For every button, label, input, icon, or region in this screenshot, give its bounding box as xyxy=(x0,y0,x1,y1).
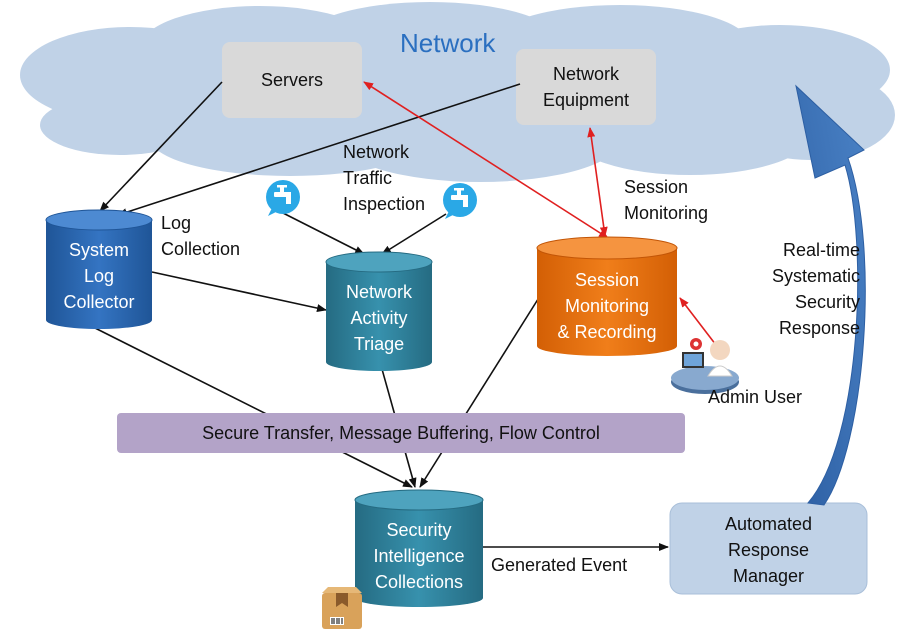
secure-transfer-bar xyxy=(117,413,685,453)
network-equipment-label: Network Equipment xyxy=(542,64,630,110)
automated-response-box xyxy=(669,502,868,595)
admin-user-label: Admin User xyxy=(708,387,803,407)
water-tap-icon xyxy=(443,183,477,219)
network-title: Network xyxy=(400,28,496,58)
security-intelligence-cylinder xyxy=(354,489,484,607)
servers-box xyxy=(222,42,362,118)
generated-event-label: Generated Event xyxy=(491,555,628,575)
session-monitoring-recording-label: Session Monitoring & Recording xyxy=(557,270,657,342)
security-intelligence-label: Security Intelligence Collections xyxy=(373,520,465,592)
system-log-collector-cylinder xyxy=(45,209,153,329)
admin-user-icon xyxy=(671,338,739,394)
red-connectors xyxy=(363,81,717,346)
servers-label: Servers xyxy=(260,70,323,90)
secure-transfer-label: Secure Transfer, Message Buffering, Flow… xyxy=(202,423,600,443)
log-collection-label: Log Collection xyxy=(161,213,241,259)
session-monitoring-recording-cylinder xyxy=(536,236,678,356)
network-activity-triage-label: Network Activity Triage xyxy=(345,282,412,354)
real-time-response-label: Real-time Systematic Security Response xyxy=(771,240,860,338)
network-activity-triage-cylinder xyxy=(325,251,433,371)
system-log-collector-label: System Log Collector xyxy=(63,240,135,312)
automated-response-label: Automated Response Manager xyxy=(724,514,813,586)
water-tap-icon xyxy=(266,180,300,216)
session-monitoring-label: Session Monitoring xyxy=(624,177,709,223)
package-icon xyxy=(322,587,362,629)
network-traffic-inspection-label: Network Traffic Inspection xyxy=(343,142,426,214)
curved-feedback-arrow xyxy=(795,84,866,506)
